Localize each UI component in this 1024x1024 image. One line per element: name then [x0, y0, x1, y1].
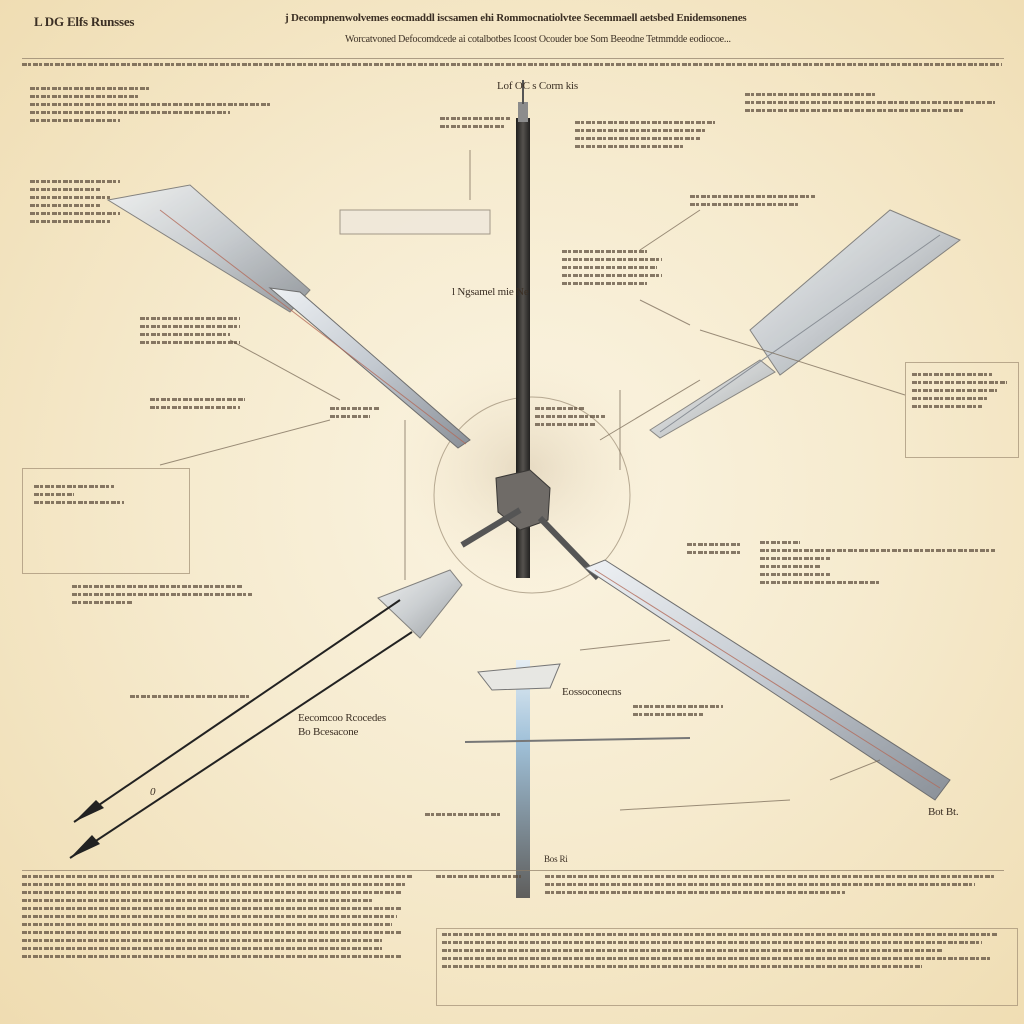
- text-block-right-3: [687, 538, 747, 559]
- footer-left-paragraph: [22, 870, 412, 963]
- arm-upper-left-housing: [106, 184, 311, 313]
- text-block-right-1: [690, 190, 820, 211]
- footer-panel: [436, 928, 1018, 1006]
- arm-upper-right-housing: [749, 209, 961, 376]
- angle-mark: 0: [150, 786, 156, 798]
- arm-upper-left-beam: [268, 287, 471, 449]
- arm-lower-right-beam: [583, 559, 951, 801]
- arm-lower-right-rail: [594, 569, 941, 789]
- text-block-center-top: [440, 112, 520, 133]
- cable-lower-arrowhead: [70, 835, 100, 858]
- inset-panel-left: [22, 468, 190, 574]
- hub-circle: [433, 396, 631, 594]
- lower-mid-label-a: Eecomcoo Rcocedes: [298, 712, 386, 724]
- text-block-inset: [34, 480, 124, 509]
- text-block-top-left: [30, 82, 270, 127]
- mast-top-label: Lof OC s Corm kis: [497, 80, 578, 92]
- text-block-right-5: [633, 700, 733, 721]
- mast-cap: [518, 102, 528, 122]
- mast-upper: [516, 118, 530, 578]
- text-block-mid-left: [30, 175, 130, 228]
- inset-panel-right: [905, 362, 1019, 458]
- text-block-upper-mid: [575, 116, 715, 153]
- cable-lower: [69, 631, 413, 859]
- center-left-label: l Ngsamel mie Ne: [452, 286, 529, 298]
- footer-rule: [22, 870, 1004, 871]
- arm-upper-right-rail: [659, 234, 941, 433]
- arm-lower-left-beam: [377, 569, 463, 639]
- text-block-left-4: [72, 580, 252, 609]
- text-block-left-2: [140, 312, 250, 349]
- hub-link-left: [460, 507, 522, 548]
- lower-mid-label-b: Bo Bcesacone: [298, 726, 359, 738]
- text-block-upper-right: [745, 88, 995, 117]
- arm-upper-left-rail: [159, 209, 467, 445]
- text-block-center-mid: [330, 402, 390, 423]
- text-block-left-3: [150, 393, 250, 414]
- page-subtitle: Worcatvoned Defocomdcede ai cotalbotbes …: [345, 34, 731, 45]
- footer-center-label: [436, 870, 526, 883]
- text-block-lower-center: [425, 808, 505, 821]
- text-block-right-2: [912, 368, 1012, 413]
- mast-bracket: [477, 663, 561, 691]
- mast-bottom-label: Bos Ri: [544, 854, 568, 864]
- cable-upper-arrowhead: [74, 800, 104, 822]
- corner-label: L DG Elfs Runsses: [34, 14, 135, 29]
- text-block-right-4: [760, 536, 1000, 589]
- arm-upper-right-beam: [649, 359, 776, 439]
- lower-right-code: Bot Bt.: [928, 806, 959, 818]
- footer-right-paragraph: [545, 870, 1000, 899]
- header-text-block: [22, 58, 1002, 71]
- lower-right-label: Eossoconecns: [562, 686, 622, 698]
- leader-lines: [159, 150, 906, 811]
- text-block-hub-right: [535, 402, 605, 431]
- schematic-part: [339, 209, 491, 235]
- footer-panel-text: [442, 928, 1002, 973]
- mast-crossbar: [464, 737, 691, 743]
- text-block-left-5: [130, 690, 250, 703]
- mast-lower: [516, 660, 530, 898]
- cable-upper: [73, 599, 401, 823]
- page-title: j Decompnenwolvemes eocmaddl iscsamen eh…: [285, 12, 747, 24]
- header-rule: [22, 58, 1004, 59]
- text-block-center-right: [562, 245, 662, 290]
